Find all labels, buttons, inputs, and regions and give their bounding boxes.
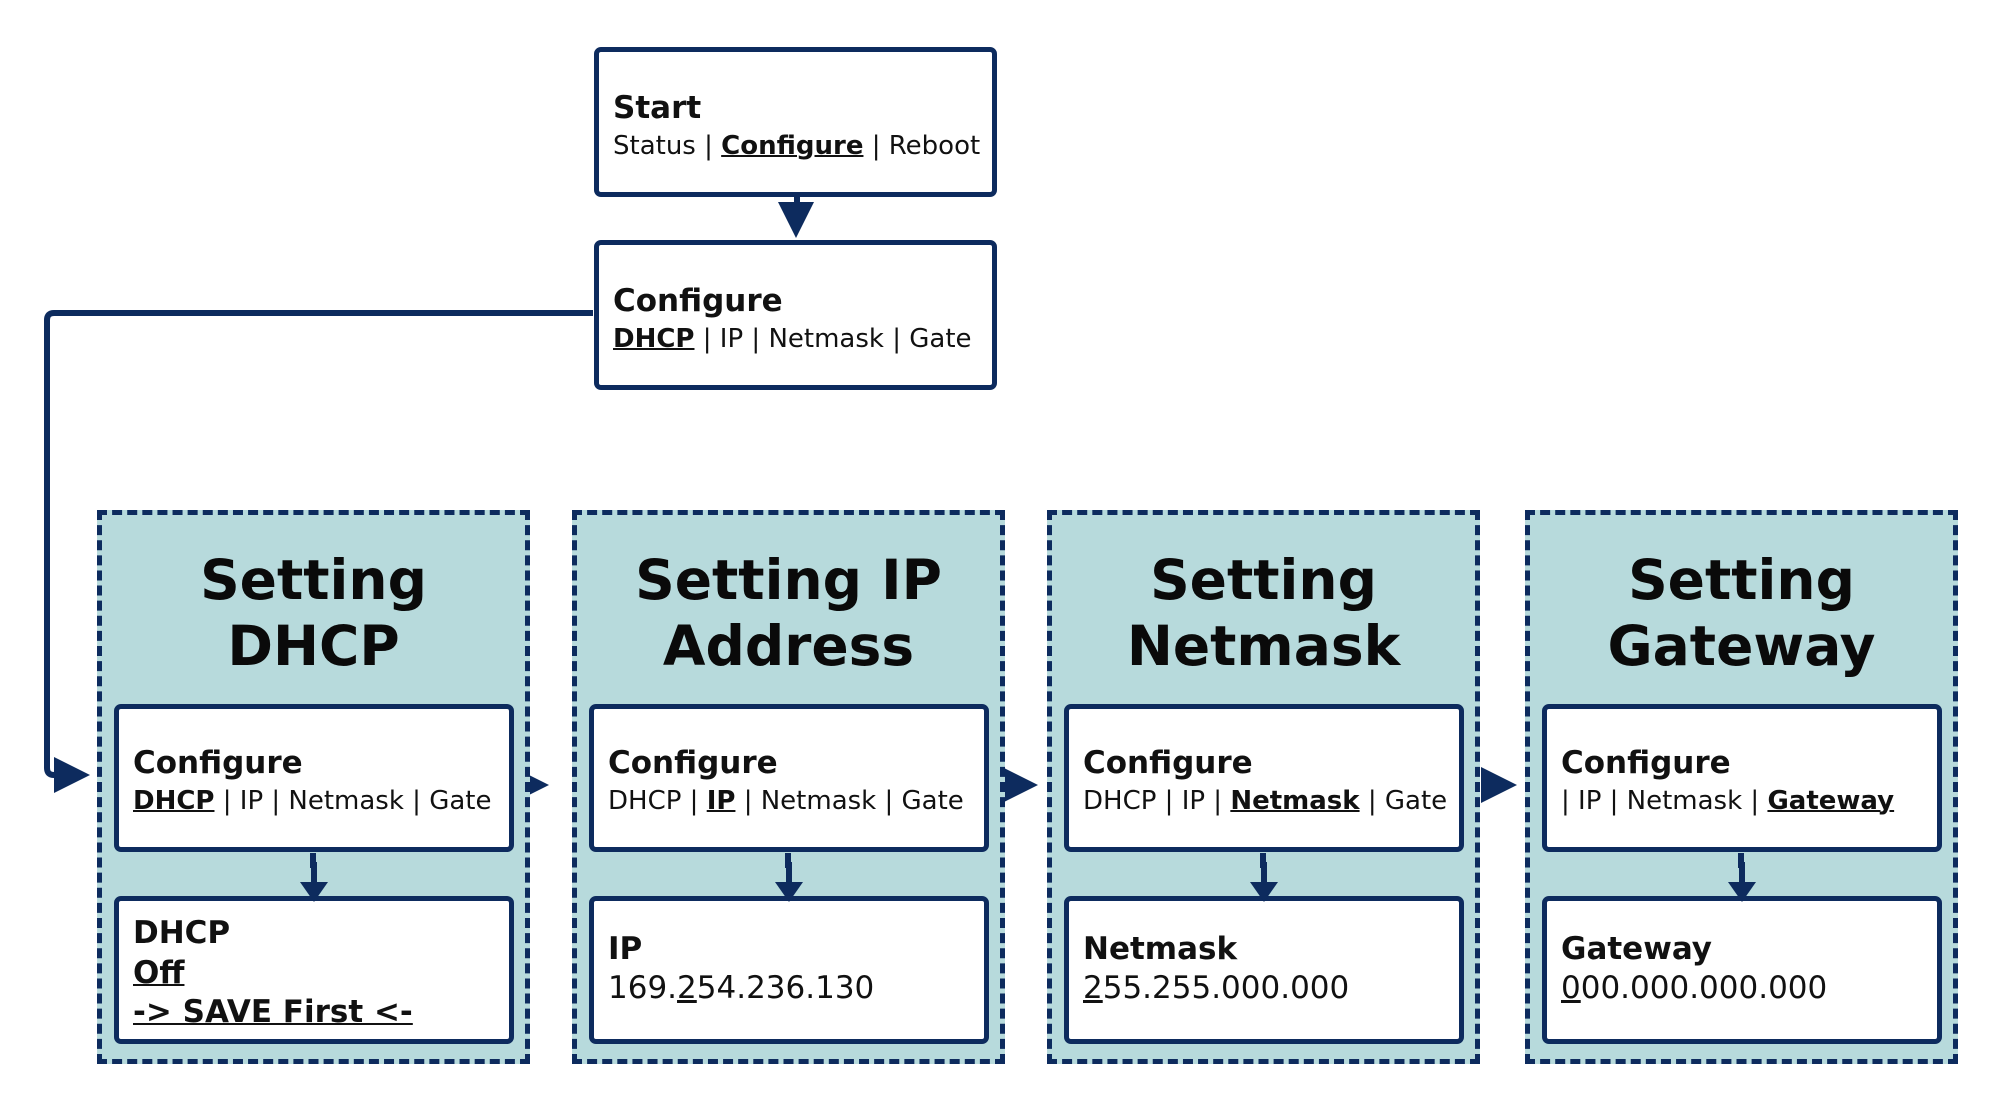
value-box: Gateway 000.000.000.000 xyxy=(1542,896,1942,1044)
arrow-start-to-configure xyxy=(778,197,814,238)
configure-menu-box: Configure DHCP | IP | Netmask | Gate xyxy=(1064,704,1464,852)
group-title: Setting Gateway xyxy=(1607,548,1876,678)
value-title: IP xyxy=(608,931,643,967)
selected-option[interactable]: IP xyxy=(706,786,736,816)
netmask-value[interactable]: 255.255.000.000 xyxy=(1083,969,1349,1007)
save-first-warning: -> SAVE First <- xyxy=(133,994,413,1030)
other-options: | IP | Netmask | Gate xyxy=(214,786,492,816)
edit-cursor-digit[interactable]: 2 xyxy=(677,970,697,1006)
option-configure[interactable]: Configure xyxy=(721,131,864,161)
value-suffix: 55.255.000.000 xyxy=(1102,970,1350,1006)
value-box: Netmask 255.255.000.000 xyxy=(1064,896,1464,1044)
group-title: Setting DHCP xyxy=(200,548,427,678)
configure-menu-box: Configure DHCP | IP | Netmask | Gate xyxy=(594,240,997,390)
setting-ip-group: Setting IP Address Configure DHCP | IP |… xyxy=(572,510,1005,1064)
setting-dhcp-group: Setting DHCP Configure DHCP | IP | Netma… xyxy=(97,510,530,1064)
option-dhcp[interactable]: DHCP xyxy=(613,324,695,354)
configure-menu-box: Configure DHCP | IP | Netmask | Gate xyxy=(589,704,989,852)
value-prefix: 169. xyxy=(608,970,678,1006)
inner-arrow xyxy=(1250,853,1278,902)
menu-options: DHCP | IP | Netmask | Gate xyxy=(133,785,491,817)
setting-gateway-group: Setting Gateway Configure | IP | Netmask… xyxy=(1525,510,1958,1064)
configure-title: Configure xyxy=(613,283,783,319)
ip-value[interactable]: 169.254.236.130 xyxy=(608,969,874,1007)
menu-title: Configure xyxy=(608,745,778,781)
start-title: Start xyxy=(613,90,702,126)
menu-options: | IP | Netmask | Gateway xyxy=(1561,785,1894,817)
inner-arrow xyxy=(1728,853,1756,902)
start-options: Status | Configure | Reboot xyxy=(613,131,981,161)
options-before: DHCP | xyxy=(608,786,707,816)
group-title: Setting Netmask xyxy=(1126,548,1401,678)
arrow-configure-to-dhcp-group xyxy=(44,310,593,793)
option-gate[interactable]: Gate xyxy=(909,324,972,354)
value-title: Netmask xyxy=(1083,931,1238,967)
selected-option[interactable]: Netmask xyxy=(1230,786,1360,816)
option-ip[interactable]: IP xyxy=(719,324,744,354)
gateway-value[interactable]: 000.000.000.000 xyxy=(1561,969,1827,1007)
setting-netmask-group: Setting Netmask Configure DHCP | IP | Ne… xyxy=(1047,510,1480,1064)
value-box: DHCP Off -> SAVE First <- xyxy=(114,896,514,1044)
options-before: | IP | Netmask | xyxy=(1561,786,1768,816)
option-reboot[interactable]: Reboot xyxy=(888,131,981,161)
value-title: DHCP xyxy=(133,915,231,951)
menu-options: DHCP | IP | Netmask | Gate xyxy=(608,785,964,817)
value-suffix: 00.000.000.000 xyxy=(1580,970,1828,1006)
edit-cursor-digit[interactable]: 0 xyxy=(1561,970,1581,1006)
option-status[interactable]: Status xyxy=(613,131,696,161)
value-suffix: 54.236.130 xyxy=(696,970,875,1006)
value-box: IP 169.254.236.130 xyxy=(589,896,989,1044)
menu-title: Configure xyxy=(133,745,303,781)
menu-options: DHCP | IP | Netmask | Gate xyxy=(1083,785,1447,817)
dhcp-state[interactable]: Off xyxy=(133,955,185,991)
value-title: Gateway xyxy=(1561,931,1713,967)
menu-title: Configure xyxy=(1083,745,1253,781)
selected-option[interactable]: Gateway xyxy=(1767,786,1895,816)
selected-option[interactable]: DHCP xyxy=(133,786,215,816)
inner-arrow xyxy=(300,853,328,902)
configure-menu-box: Configure | IP | Netmask | Gateway xyxy=(1542,704,1942,852)
configure-options: DHCP | IP | Netmask | Gate xyxy=(613,324,972,354)
options-after: | Netmask | Gate xyxy=(735,786,964,816)
group-title: Setting IP Address xyxy=(635,548,942,678)
start-menu-box: Start Status | Configure | Reboot xyxy=(594,47,997,197)
options-after: | Gate xyxy=(1359,786,1448,816)
configure-menu-box: Configure DHCP | IP | Netmask | Gate xyxy=(114,704,514,852)
edit-cursor-digit[interactable]: 2 xyxy=(1083,970,1103,1006)
inner-arrow xyxy=(775,853,803,902)
option-netmask[interactable]: Netmask xyxy=(768,324,884,354)
options-before: DHCP | IP | xyxy=(1083,786,1231,816)
menu-title: Configure xyxy=(1561,745,1731,781)
